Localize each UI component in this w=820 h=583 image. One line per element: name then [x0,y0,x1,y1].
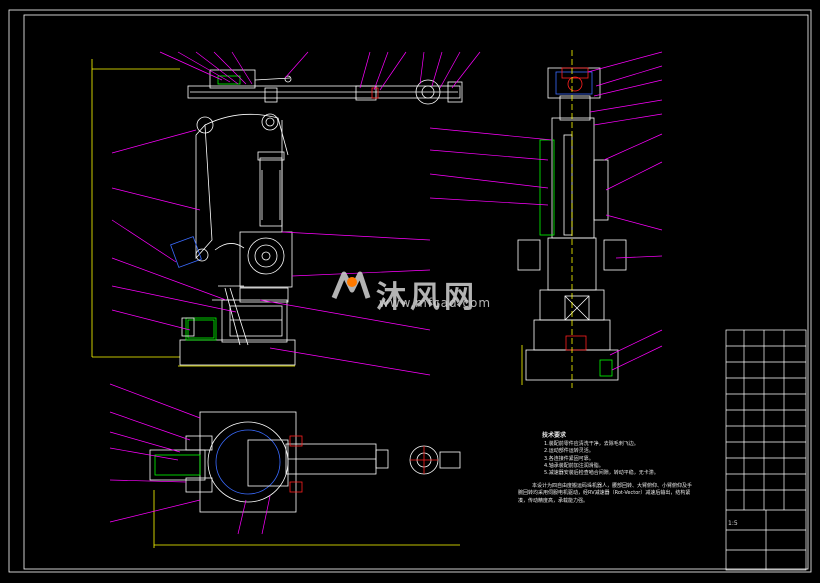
note-item: 2.运动部件运转灵活。 [544,448,594,455]
front-view [91,59,463,367]
note-item: 5.减速器安装后检查啮合间隙，转动平稳，无卡滞。 [544,470,659,477]
note-item: 3.各连接件紧固可靠。 [544,455,594,462]
top-view-leaders [109,383,271,535]
technical-notes: 技术要求 1.装配前零件应清洗干净，去除毛刺飞边。 2.运动部件运转灵活。 3.… [518,432,693,505]
note-item: 1.装配前零件应清洗干净，去除毛刺飞边。 [544,441,639,448]
watermark-url: www.mfcad.com [379,296,492,310]
notes-title: 技术要求 [542,432,567,439]
notes-paragraph: 本设计为四自由度搬运码垛机器人，腰部回转、大臂俯仰、小臂俯仰及手腕回转均采用伺服… [518,483,693,504]
side-view-leaders [429,51,663,371]
watermark-logo-icon [331,271,371,299]
front-view-leaders [111,51,481,376]
side-view [517,50,627,388]
title-block-scale: 1:5 [728,520,738,527]
title-block [725,329,807,571]
watermark-text: 沐风网 [376,280,478,315]
top-view [149,411,461,548]
outer-frame [8,9,812,573]
inner-frame [23,14,809,570]
note-item: 4.轴承装配前加注润滑脂。 [544,462,604,469]
